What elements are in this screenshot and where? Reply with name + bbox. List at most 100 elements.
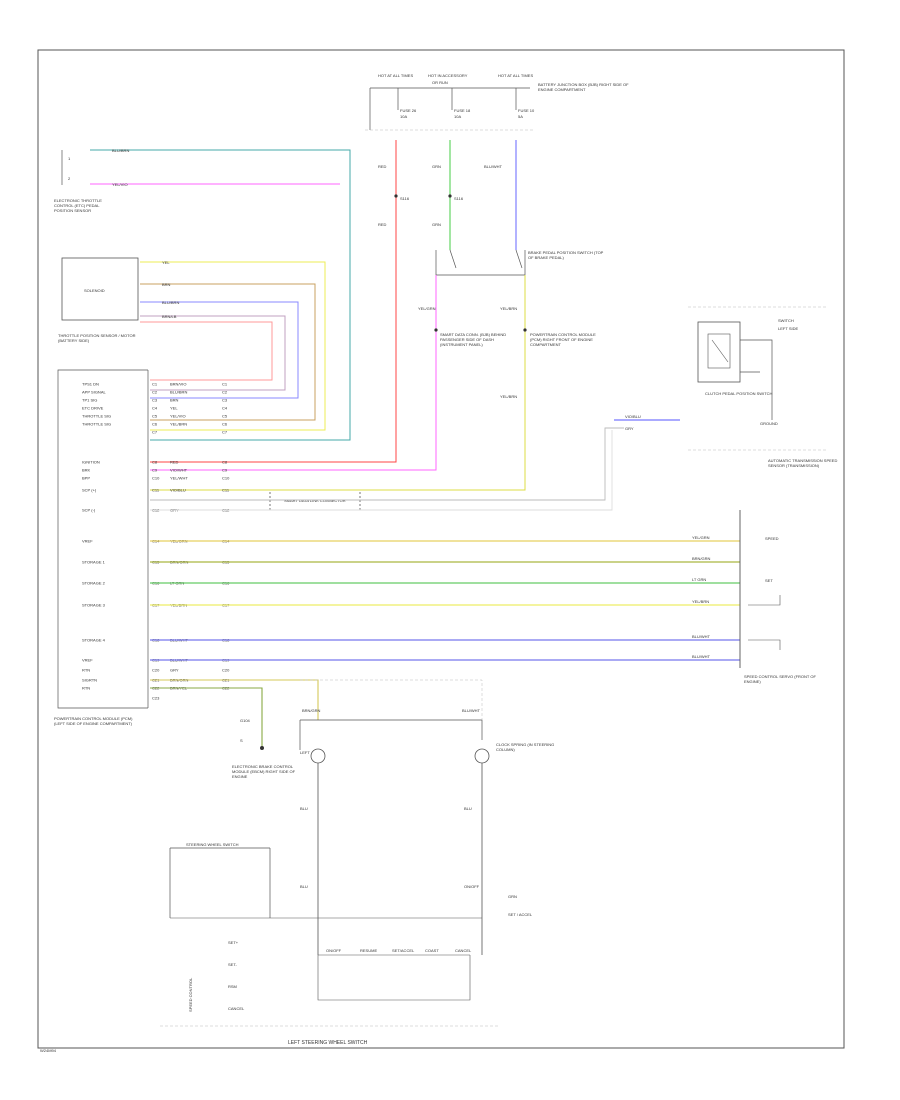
ecm-row-color: VIO/WHT (170, 468, 188, 473)
ecm-row-name: STORAGE 1 (82, 560, 106, 565)
lower-left-1: BLU (300, 806, 308, 811)
side-3: RSM (228, 984, 237, 989)
mid-right-text2: SET / ACCEL (508, 912, 533, 917)
ecm-row-color: YEL/VIO (170, 414, 186, 419)
ecm-row-color: BRN/VIO (170, 382, 186, 387)
ecm-row-name: STORAGE 4 (82, 638, 106, 643)
right-wire-6: BLU/WHT (692, 654, 711, 659)
sdc-reference: SMART DATA LINK CONNECTOR VIO/BLU GRY (150, 414, 680, 511)
ecm-row-ckt: C3 (222, 398, 228, 403)
ecm-row-color: YEL (170, 406, 178, 411)
ecm-row-name: SCP (-) (82, 508, 96, 513)
ecm-row-ckt: C4 (222, 406, 228, 411)
right-wire-2: BRN/GRN (692, 556, 711, 561)
mid-right-text: GRN (508, 894, 517, 899)
ecm-row-pin: C23 (152, 696, 160, 701)
ecm-row-name: VREF (82, 539, 93, 544)
ecm-row-color: BRN (170, 398, 179, 403)
ecm-row-pin: C11 (152, 488, 160, 493)
right-wire-4: YEL/BRN (692, 599, 709, 604)
bjb-label: BATTERY JUNCTION BOX (BJB) RIGHT SIDE OF… (538, 82, 629, 92)
brake-switch-label: BRAKE PEDAL POSITION SWITCH (TOP OF BRAK… (528, 250, 604, 260)
sdc-wire-1: VIO/BLU (625, 414, 641, 419)
ecm-row-ckt: C8 (222, 460, 228, 465)
lower-right-1: BLU (464, 806, 472, 811)
fuse-3: FUSE 10 (518, 108, 535, 113)
svg-text:1: 1 (68, 156, 71, 161)
bottom-ground-label: ELECTRONIC BRAKE CONTROL MODULE (EBCM) R… (232, 764, 296, 779)
etc-wire-1: BLU/BRN (112, 148, 129, 153)
power-label-2: HOT IN ACCESSORY (428, 73, 468, 78)
side-4: CANCEL (228, 1006, 245, 1011)
ecm-row-color: BLU/BRN (170, 390, 187, 395)
ecm-row-pin: C9 (152, 468, 158, 473)
ecm-row-ckt: C1 (222, 382, 228, 387)
storage-wires: YEL/GRN BRN/GRN LT GRN YEL/BRN BLU/WHT B… (150, 510, 816, 684)
lower-left-2: BLU (300, 884, 308, 889)
ecm-row-name: IGNITION (82, 460, 100, 465)
wire-grn-1: GRN (432, 164, 441, 169)
etc-wire-2: YEL/VIO (112, 182, 128, 187)
right-wire-1: YEL/GRN (692, 535, 710, 540)
top-wires: RED GRN BLU/WHT S116 S116 RED GRN BRAKE … (150, 140, 604, 491)
solenoid-wire-3: BLU/BRN (162, 300, 179, 305)
switch-5: CANCEL (455, 948, 472, 953)
fuse-2: FUSE 18 (454, 108, 471, 113)
bulb-left: LEFT (300, 750, 310, 755)
ecm-row-pin: C5 (152, 414, 158, 419)
power-label-1: HOT AT ALL TIMES (378, 73, 413, 78)
ecm-row-color: YEL/BRN (170, 422, 187, 427)
ecm-row-name: TPS1 DN (82, 382, 99, 387)
ecm-row-ckt: C6 (222, 422, 228, 427)
ecm-row-name: BPP (82, 476, 90, 481)
switch-4: COAST (425, 948, 439, 953)
ecm-row-pin: C6 (152, 422, 158, 427)
ecm-row-name: BRK (82, 468, 91, 473)
sdc-wire-2: GRY (625, 426, 634, 431)
svg-text:2: 2 (68, 176, 71, 181)
solenoid-box (61, 257, 139, 321)
ecm-row-name: APP SIGNAL (82, 390, 106, 395)
ecm-row-color: GRY (170, 668, 179, 673)
dist-right-2: SET (765, 578, 773, 583)
wire-grn-2: GRN (432, 222, 441, 227)
ecm-row-pin: C20 (152, 668, 160, 673)
ecm-row-ckt: C10 (222, 476, 230, 481)
power-label-3: HOT AT ALL TIMES (498, 73, 533, 78)
wire-blu-1: BLU/WHT (484, 164, 503, 169)
ecm-row-name: STORAGE 3 (82, 603, 106, 608)
dist-right-1: SPEED (765, 536, 779, 541)
left-vertical-label: SPEED CONTROL (188, 977, 193, 1012)
fuse-2-amp: 10A (454, 114, 461, 119)
ecm-row-pin: C1 (152, 382, 158, 387)
ecm-row-color: YEL/WHT (170, 476, 188, 481)
diagram-frame (37, 49, 845, 1049)
clutch-box-label: SWITCH (778, 318, 794, 323)
ecm-row-pin: C3 (152, 398, 158, 403)
top-power-section: HOT AT ALL TIMES HOT IN ACCESSORY OR RUN… (365, 73, 629, 131)
solenoid-wire-4: BRN/LB (162, 314, 177, 319)
ecm-row-ckt: C20 (222, 668, 230, 673)
bottom-section: G104 S ELECTRONIC BRAKE CONTROL MODULE (… (150, 679, 554, 1046)
mid-wire-3: YEL/BRN (500, 394, 517, 399)
ecm-row-ckt: C9 (222, 468, 228, 473)
clutch-ground: GROUND (760, 421, 778, 426)
ecm-row-name: SCP (+) (82, 488, 97, 493)
wire-red-1: RED (378, 164, 387, 169)
mid-wire-2: YEL/BRN (500, 306, 517, 311)
ecm-row-name: ETC DRIVE (82, 406, 104, 411)
ecm-row-ckt: C5 (222, 414, 228, 419)
ecm-row-name: SIGRTN (82, 678, 97, 683)
svg-text:S: S (240, 738, 243, 743)
side-1: SET+ (228, 940, 239, 945)
clutch-label: CLUTCH PEDAL POSITION SWITCH (705, 391, 773, 396)
fuse-1: FUSE 26 (400, 108, 417, 113)
right-wire-5: BLU/WHT (692, 634, 711, 639)
solenoid-wire-1: YEL (162, 260, 170, 265)
fuse-3-amp: 5A (518, 114, 523, 119)
ecm-label: POWERTRAIN CONTROL MODULE (PCM) (LEFT SI… (54, 716, 133, 726)
center-top-right: BLU/WHT (462, 708, 481, 713)
right-module-label: SPEED CONTROL SERVO (FRONT OF ENGINE) (744, 674, 816, 684)
